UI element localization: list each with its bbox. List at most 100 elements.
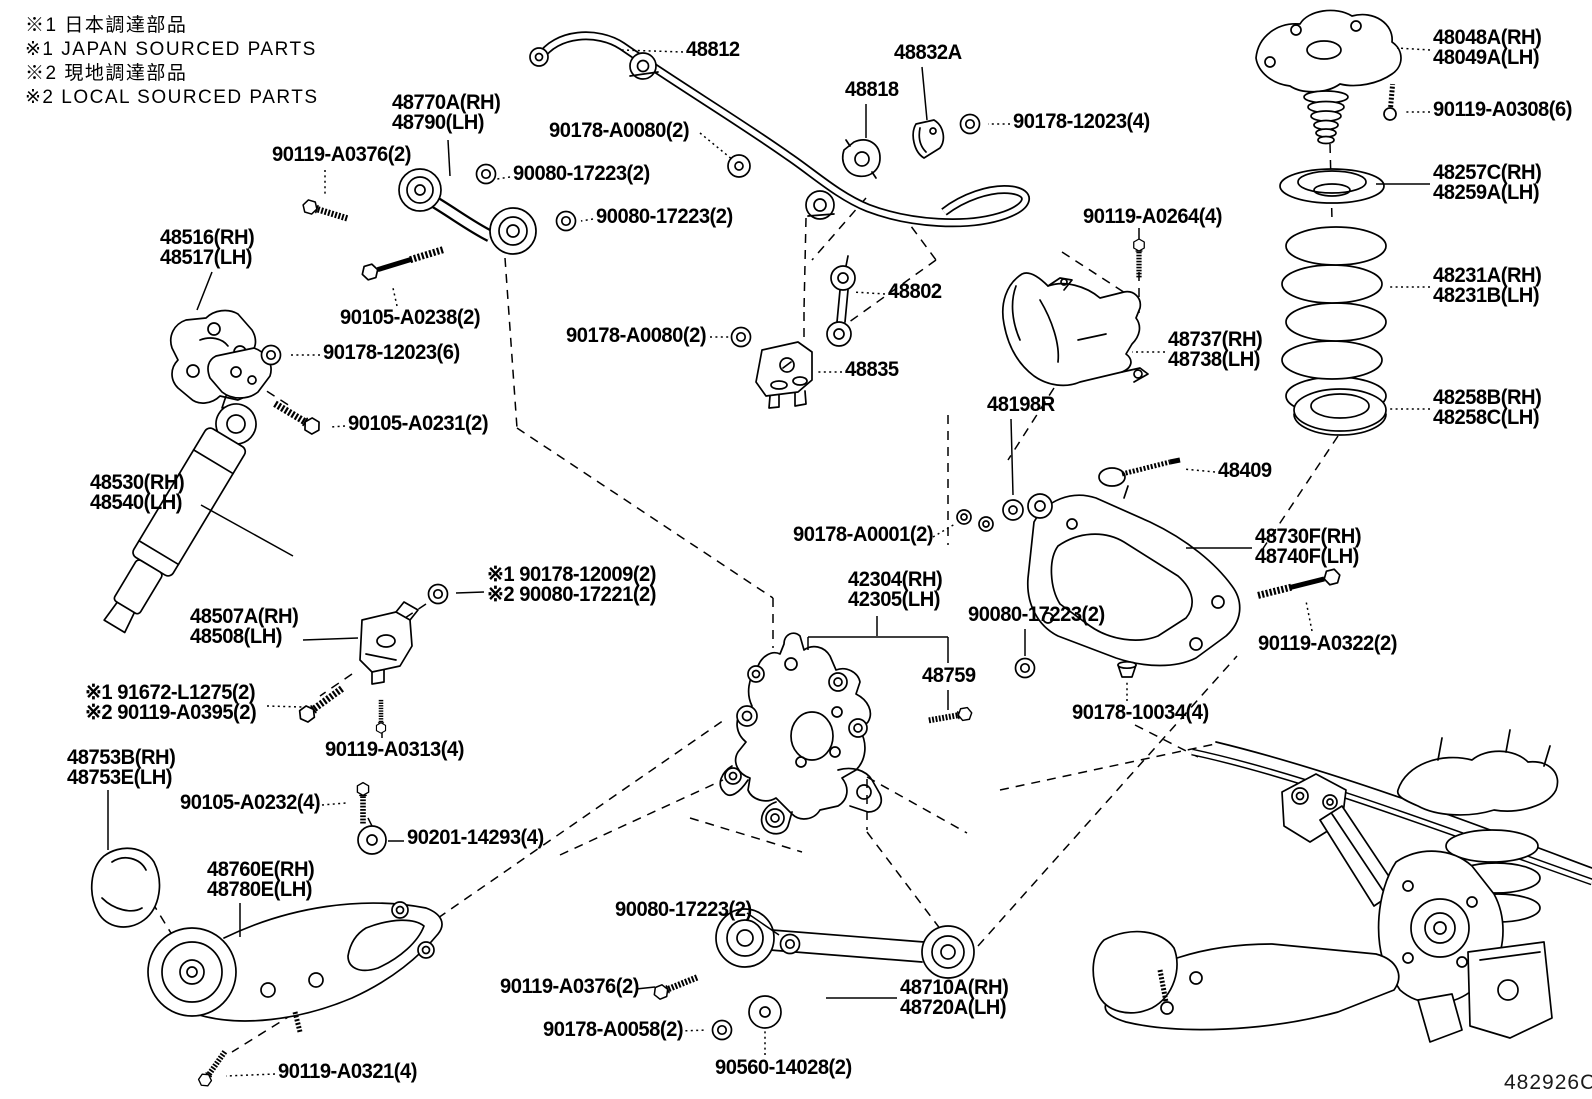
- part-label-90119-A0264-4: 90119-A0264(4): [1083, 205, 1222, 228]
- hex-bolt-icon: [197, 1048, 230, 1089]
- leader-line-90080-17223-2d: [746, 912, 780, 936]
- bushing-art: [1002, 493, 1053, 521]
- part-label-48832A: 48832A: [894, 41, 962, 64]
- small-bolt-icon: [1383, 84, 1398, 121]
- leader-line-90080-17223-2a: [496, 176, 511, 180]
- arm-cover-art: [90, 847, 161, 928]
- leader-line-90178-A0080-2a: [699, 132, 734, 161]
- part-label-48770A: 48770A(RH)48790(LH): [392, 91, 501, 134]
- hex-bolt-icon: [376, 699, 385, 733]
- leader-line-90178-A0001-2: [932, 523, 956, 538]
- nut-icon: [427, 583, 449, 605]
- stabilizer-link-art: [826, 255, 856, 347]
- part-label-48818: 48818: [845, 78, 899, 101]
- part-label-91672-L1275-2: ※1 91672-L1275(2)※2 90119-A0395(2): [85, 681, 257, 724]
- part-label-90560-14028-2: 90560-14028(2): [715, 1056, 852, 1079]
- part-label-90178-A0001-2: 90178-A0001(2): [793, 523, 934, 546]
- leader-line-48802: [852, 291, 886, 295]
- part-label-48812: 48812: [686, 38, 740, 61]
- shock-bracket-art: [169, 309, 272, 409]
- spring-insulator-art: [1293, 388, 1387, 436]
- part-label-90119-A0321-4: 90119-A0321(4): [278, 1060, 417, 1083]
- support-assembly-art: [1255, 9, 1402, 145]
- part-label-90105-A0231-2: 90105-A0231(2): [348, 412, 489, 435]
- leader-line-90119-A0322-2: [1305, 600, 1313, 632]
- leader-line-90080-17223-2b: [580, 218, 594, 222]
- diagram-code: 482926C: [1504, 1071, 1592, 1094]
- part-label-90119-A0376-2b: 90119-A0376(2): [500, 975, 639, 998]
- small-nut-icon: [956, 509, 972, 525]
- leader-line-48507A: [302, 637, 359, 641]
- leader-line-91672-L1275-2: [266, 705, 303, 708]
- part-label-90178-12009-2: ※1 90178-12009(2)※2 90080-17221(2): [487, 563, 657, 606]
- nut-icon: [260, 344, 282, 366]
- leader-line-90105-A0232-4: [321, 802, 347, 806]
- part-label-90080-17223-2d: 90080-17223(2): [615, 898, 752, 921]
- part-label-48710A: 48710A(RH)48720A(LH): [900, 976, 1009, 1019]
- leader-line-90105-A0231-2: [329, 425, 346, 428]
- nut-icon: [1014, 657, 1036, 679]
- part-label-90080-17223-2c: 90080-17223(2): [968, 603, 1105, 626]
- part-label-48507A: 48507A(RH)48508(LH): [190, 605, 299, 648]
- lower-shock-bracket-art: [359, 601, 419, 685]
- nut-icon: [959, 113, 981, 135]
- part-label-48835: 48835: [845, 358, 899, 381]
- stabilizer-clamp-art: [912, 119, 945, 159]
- part-label-90178-A0058-2: 90178-A0058(2): [543, 1018, 684, 1041]
- nut-icon: [779, 933, 801, 955]
- part-label-90080-17223-2b: 90080-17223(2): [596, 205, 733, 228]
- part-label-90105-A0238-2: 90105-A0238(2): [340, 306, 481, 329]
- hex-bolt-icon: [301, 199, 349, 225]
- construction-lines: [151, 143, 1339, 1053]
- leader-line-90119-A0321-4: [225, 1073, 276, 1077]
- part-label-48231A: 48231A(RH)48231B(LH): [1433, 264, 1542, 307]
- leader-line-48832A: [921, 66, 928, 121]
- trailing-arm-art: [147, 901, 443, 1033]
- leader-line-48198R: [1010, 418, 1014, 496]
- suspension-arm-art: [1026, 485, 1241, 667]
- dust-cover-art: [1002, 272, 1149, 387]
- link-rod-art: [715, 908, 975, 979]
- leader-line-90178-12009-2: [455, 591, 485, 594]
- leader-line-48770A: [447, 139, 451, 177]
- note-line-4: ※2 LOCAL SOURCED PARTS: [25, 87, 319, 108]
- camber-bolt-art: [1098, 457, 1181, 487]
- long-bolt-icon: [360, 243, 446, 282]
- part-label-90119-A0322-2: 90119-A0322(2): [1258, 632, 1397, 655]
- part-label-90105-A0232-4: 90105-A0232(4): [180, 791, 321, 814]
- hex-bolt-icon: [357, 783, 368, 825]
- part-label-90178-10034-4: 90178-10034(4): [1072, 701, 1209, 724]
- sourcing-notes: ※1 日本調達部品 ※1 JAPAN SOURCED PARTS ※2 現地調達部品…: [25, 14, 319, 110]
- hex-bolt-icon: [271, 397, 323, 436]
- part-label-48198R: 48198R: [987, 393, 1055, 416]
- long-bolt-icon: [1255, 568, 1342, 602]
- nut-icon: [711, 1019, 733, 1041]
- leader-line-90105-A0238-2: [392, 287, 398, 307]
- part-label-90119-A0376-2a: 90119-A0376(2): [272, 143, 411, 166]
- part-label-90178-A0080-2b: 90178-A0080(2): [566, 324, 707, 347]
- part-label-90178-A0080-2a: 90178-A0080(2): [549, 119, 690, 142]
- part-label-48530: 48530(RH)48540(LH): [90, 471, 185, 514]
- part-label-48409: 48409: [1218, 459, 1272, 482]
- part-label-48730F: 48730F(RH)48740F(LH): [1255, 525, 1362, 568]
- part-label-48257C: 48257C(RH)48259A(LH): [1433, 161, 1542, 204]
- note-line-3: ※2 現地調達部品: [25, 63, 188, 84]
- hex-bolt-icon: [296, 682, 346, 724]
- part-label-48760E: 48760E(RH)48780E(LH): [207, 858, 315, 901]
- stabilizer-bush-art: [841, 139, 881, 179]
- part-label-48048A: 48048A(RH)48049A(LH): [1433, 26, 1542, 69]
- part-label-48802: 48802: [888, 280, 942, 303]
- leader-line-90178-A0058-2: [679, 1029, 708, 1032]
- part-label-90080-17223-2a: 90080-17223(2): [513, 162, 650, 185]
- stabilizer-bar-art: [529, 31, 1030, 228]
- note-line-1: ※1 日本調達部品: [25, 15, 188, 36]
- small-nut-icon: [978, 516, 994, 532]
- part-label-48737: 48737(RH)48738(LH): [1168, 328, 1263, 371]
- callout-bracket: [807, 636, 949, 663]
- part-label-42304: 42304(RH)42305(LH): [848, 568, 943, 611]
- note-line-2: ※1 JAPAN SOURCED PARTS: [25, 39, 317, 60]
- part-label-90119-A0313-4: 90119-A0313(4): [325, 738, 464, 761]
- leader-line-48530: [200, 504, 294, 557]
